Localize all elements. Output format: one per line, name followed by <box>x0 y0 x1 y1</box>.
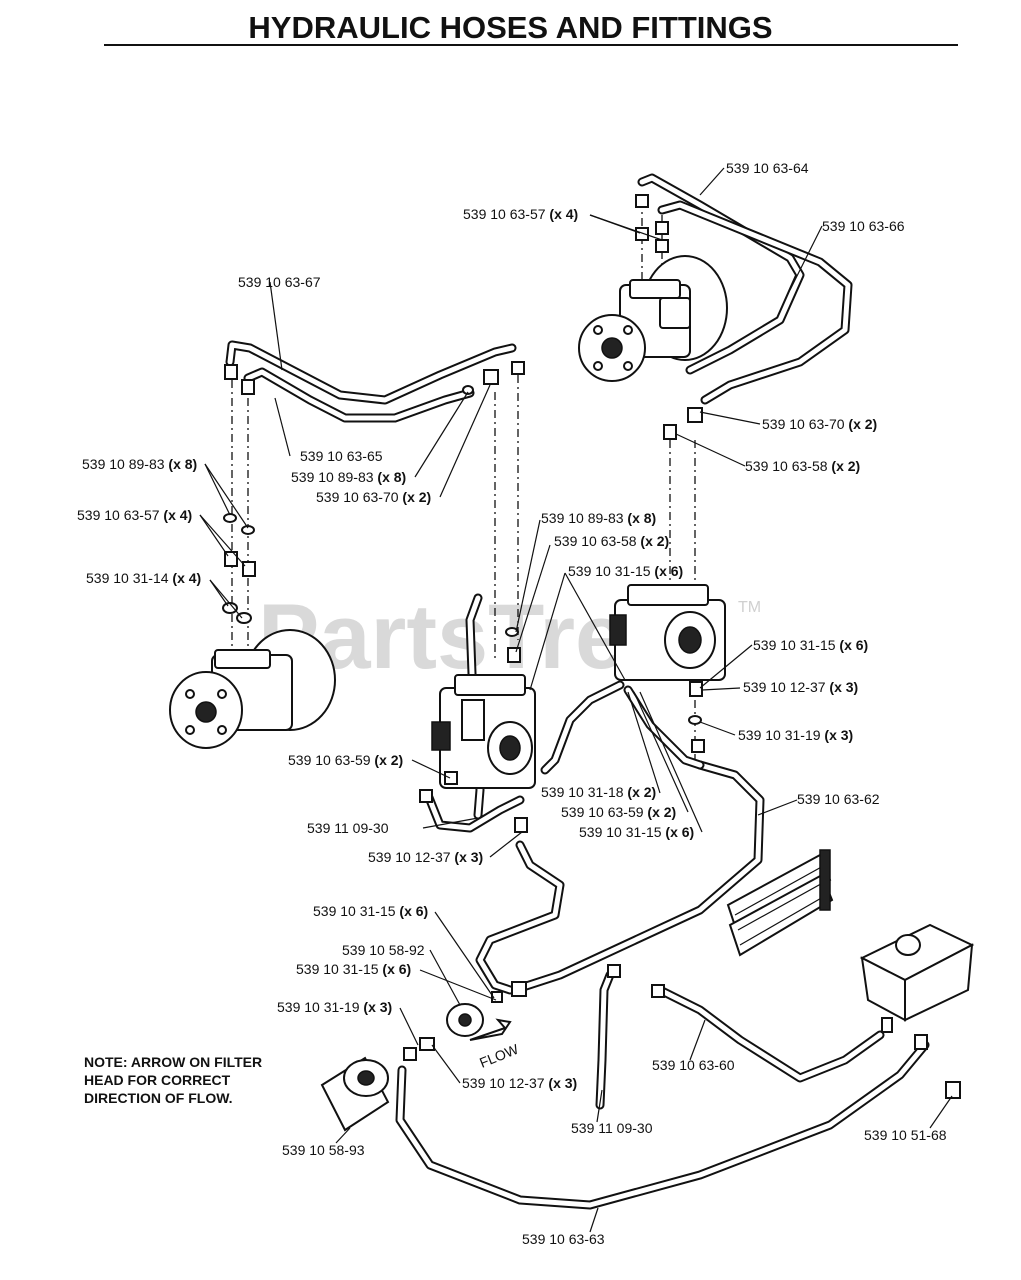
hose-539-10-63-63 <box>395 1040 930 1210</box>
note-line: DIRECTION OF FLOW. <box>84 1090 233 1106</box>
callout-label: 539 10 51-68 <box>864 1127 947 1143</box>
callout-label: 539 10 63-60 <box>652 1057 735 1073</box>
watermark-tm: TM <box>738 599 761 616</box>
callout-label: 539 10 31-15 (x 6) <box>753 637 868 653</box>
callout-label: 539 10 31-18 (x 2) <box>541 784 656 800</box>
hose-539-10-63-60 <box>655 985 885 1083</box>
hose-539-10-63-59-loop <box>540 680 625 775</box>
callout-label: 539 10 63-64 <box>726 160 809 176</box>
callout-label: 539 10 31-19 (x 3) <box>738 727 853 743</box>
callout-label: 539 10 63-58 (x 2) <box>554 533 669 549</box>
hose-539-10-63-62 <box>515 760 765 993</box>
callout-label: 539 11 09-30 <box>571 1120 653 1136</box>
fittings <box>222 194 928 1061</box>
filter-head <box>446 1003 512 1041</box>
note-line: HEAD FOR CORRECT <box>84 1072 231 1088</box>
callout-label: 539 10 31-15 (x 6) <box>313 903 428 919</box>
callout-label: 539 10 63-70 (x 2) <box>316 489 431 505</box>
hose-539-10-63-66 <box>657 200 853 405</box>
callout-label: 539 10 63-67 <box>238 274 321 290</box>
callout-label: 539 10 31-19 (x 3) <box>277 999 392 1015</box>
callout-label: 539 10 63-62 <box>797 791 880 807</box>
callout-label: 539 10 31-15 (x 6) <box>579 824 694 840</box>
callout-label: 539 10 63-59 (x 2) <box>288 752 403 768</box>
hose-539-10-63-61 <box>475 840 565 995</box>
callout-label: 539 10 58-93 <box>282 1142 365 1158</box>
callout-label: 539 10 63-58 (x 2) <box>745 458 860 474</box>
callout-label: 539 10 63-63 <box>522 1231 605 1247</box>
callout-label: 539 10 63-66 <box>822 218 905 234</box>
reservoir-tank <box>859 923 975 1099</box>
pump-left <box>431 674 536 789</box>
hose-539-10-63-65 <box>243 367 475 423</box>
note-line: NOTE: ARROW ON FILTER <box>84 1054 263 1070</box>
filter-direction-note: NOTE: ARROW ON FILTER HEAD FOR CORRECT D… <box>84 1053 284 1107</box>
callout-label: 539 10 63-57 (x 4) <box>463 206 578 222</box>
callout-label: 539 10 12-37 (x 3) <box>743 679 858 695</box>
callout-label: 539 10 89-83 (x 8) <box>541 510 656 526</box>
leader-lines <box>199 167 953 1233</box>
callout-label: 539 10 89-83 (x 8) <box>82 456 197 472</box>
oil-filter <box>320 1056 390 1132</box>
callout-label: 539 10 63-70 (x 2) <box>762 416 877 432</box>
callout-label: 539 10 12-37 (x 3) <box>462 1075 577 1091</box>
callout-label: 539 10 63-57 (x 4) <box>77 507 192 523</box>
callout-label: 539 10 63-59 (x 2) <box>561 804 676 820</box>
callout-label: 539 11 09-30 <box>307 820 389 836</box>
page-title: HYDRAULIC HOSES AND FITTINGS <box>248 10 773 45</box>
wheel-motor-right <box>578 255 728 382</box>
tube-539-10-63-59-right <box>623 685 705 770</box>
callout-label: 539 10 89-83 (x 8) <box>291 469 406 485</box>
hose-539-10-63-67 <box>225 340 517 405</box>
callout-label: 539 10 31-15 (x 6) <box>296 961 411 977</box>
flow-arrow-label: FLOW <box>477 1041 521 1071</box>
callout-label: 539 10 12-37 (x 3) <box>368 849 483 865</box>
pump-right <box>609 584 726 681</box>
hose-539-11-09-30-lower <box>595 970 615 1110</box>
oil-cooler <box>726 849 834 957</box>
callout-labels: 539 10 63-64 539 10 63-57 (x 4) 539 10 6… <box>77 160 947 1247</box>
callout-label: 539 10 63-65 <box>300 448 383 464</box>
callout-label: 539 10 31-14 (x 4) <box>86 570 201 586</box>
hose-539-10-63-64 <box>637 173 805 375</box>
title-underline <box>104 44 958 46</box>
callout-label: 539 10 31-15 (x 6) <box>568 563 683 579</box>
wheel-motor-left <box>169 629 336 749</box>
callout-label: 539 10 58-92 <box>342 942 425 958</box>
